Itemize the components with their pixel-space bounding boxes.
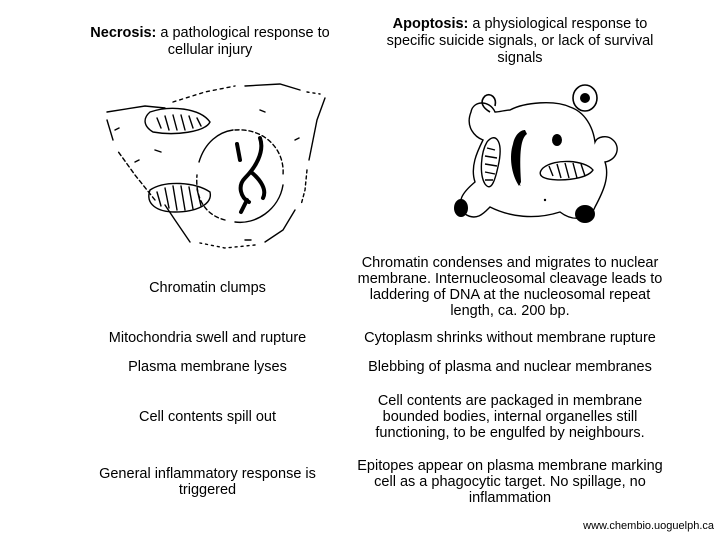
necrosis-heading: Necrosis: a pathological response to cel… <box>70 25 350 59</box>
necrosis-title: Necrosis: <box>90 25 157 41</box>
apoptosis-row-3: Blebbing of plasma and nuclear membranes <box>368 359 652 375</box>
necrosis-subtitle: a pathological response to cellular inju… <box>156 25 330 58</box>
necrosis-row-1: Chromatin clumps <box>149 280 266 296</box>
apoptosis-subtitle: a physiological response to specific sui… <box>386 16 654 66</box>
apoptosis-heading: Apoptosis: a physiological response to s… <box>375 16 665 67</box>
apoptotic-cell-illustration <box>454 84 618 223</box>
source-credit: www.chembio.uoguelph.ca <box>583 520 714 532</box>
apoptosis-row-5: Epitopes appear on plasma membrane marki… <box>357 458 663 506</box>
necrosis-row-5: General inflammatory response is trigger… <box>99 466 316 498</box>
necrosis-row-2: Mitochondria swell and rupture <box>108 330 307 346</box>
necrosis-row-3: Plasma membrane lyses <box>128 359 287 375</box>
apoptosis-row-2: Cytoplasm shrinks without membrane ruptu… <box>364 330 656 346</box>
necrosis-row-4: Cell contents spill out <box>138 409 276 425</box>
necrotic-cell-illustration <box>106 83 326 249</box>
apoptosis-title: Apoptosis: <box>392 16 469 32</box>
apoptosis-row-4: Cell contents are packaged in membrane b… <box>375 393 645 441</box>
apoptosis-row-1: Chromatin condenses and migrates to nucl… <box>357 255 663 319</box>
